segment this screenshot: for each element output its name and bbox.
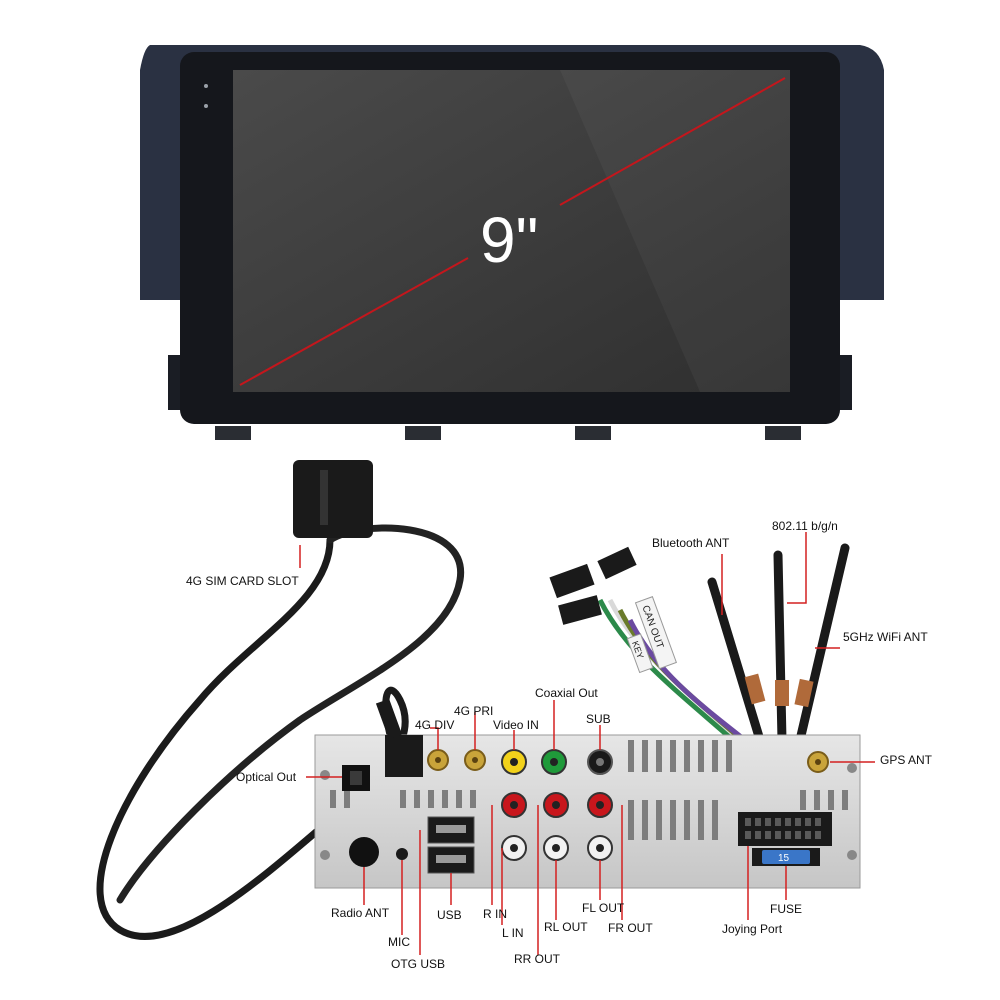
label-l-in: L IN	[502, 926, 524, 940]
label-otg-usb: OTG USB	[391, 957, 446, 971]
clip-4	[765, 426, 801, 440]
can-out-tag	[634, 596, 678, 670]
label-sim-slot: 4G SIM CARD SLOT	[186, 574, 299, 588]
label-80211: 802.11 b/g/n	[772, 519, 838, 533]
label-fl-out: FL OUT	[582, 901, 625, 915]
label-4g-pri: 4G PRI	[454, 704, 494, 718]
antenna-80211	[773, 550, 787, 745]
sim-card-box	[293, 460, 373, 538]
label-video-in: Video IN	[493, 718, 539, 732]
label-coaxial-out: Coaxial Out	[535, 686, 598, 700]
sim-cable-loop	[116, 524, 464, 904]
status-led	[204, 84, 208, 88]
antenna-bluetooth	[707, 577, 765, 745]
clip-2	[405, 426, 441, 440]
harness-plug-1	[549, 563, 595, 599]
label-4g-div: 4G DIV	[415, 718, 455, 732]
label-radio-ant: Radio ANT	[331, 906, 390, 920]
label-5ghz-wifi: 5GHz WiFi ANT	[843, 630, 928, 644]
mic-hole	[204, 104, 208, 108]
clip-1	[215, 426, 251, 440]
heat-fins	[330, 740, 848, 840]
sim-module	[96, 460, 464, 940]
label-r-in: R IN	[483, 907, 507, 921]
mic-port	[396, 848, 408, 860]
head-unit	[140, 45, 884, 440]
fuse-rating: 15	[778, 853, 790, 864]
label-sub: SUB	[586, 712, 611, 726]
screen-size-label: 9"	[480, 204, 539, 276]
diagonal-measure-upper	[239, 257, 469, 386]
joying-port-connector	[738, 812, 832, 846]
clip-3	[575, 426, 611, 440]
leader-lines	[306, 700, 875, 955]
label-joying-port: Joying Port	[722, 922, 783, 936]
sim-slot-opening	[320, 470, 328, 525]
label-bluetooth-ant: Bluetooth ANT	[652, 536, 730, 550]
chassis: 15	[314, 698, 861, 889]
label-fr-out: FR OUT	[608, 921, 653, 935]
harness-plug-3	[597, 546, 637, 580]
diagonal-measure-lower	[559, 77, 786, 206]
label-rl-out: RL OUT	[544, 920, 588, 934]
key-tag	[626, 633, 654, 674]
usb-port-upper	[427, 816, 475, 844]
label-rr-out: RR OUT	[514, 952, 560, 966]
harness-plug-2	[558, 595, 602, 625]
usb-port-lower	[427, 846, 475, 874]
label-fuse: FUSE	[770, 902, 803, 916]
leader-80211	[787, 532, 807, 604]
antenna-5ghz	[795, 543, 850, 745]
label-usb: USB	[437, 908, 462, 922]
radio-ant-port	[349, 837, 379, 867]
label-gps-ant: GPS ANT	[880, 753, 933, 767]
harness-socket	[385, 735, 423, 777]
label-mic: MIC	[388, 935, 410, 949]
sim-cable	[96, 536, 409, 940]
label-optical-out: Optical Out	[236, 770, 297, 784]
screen-glare	[560, 70, 790, 392]
fuse	[762, 850, 810, 864]
